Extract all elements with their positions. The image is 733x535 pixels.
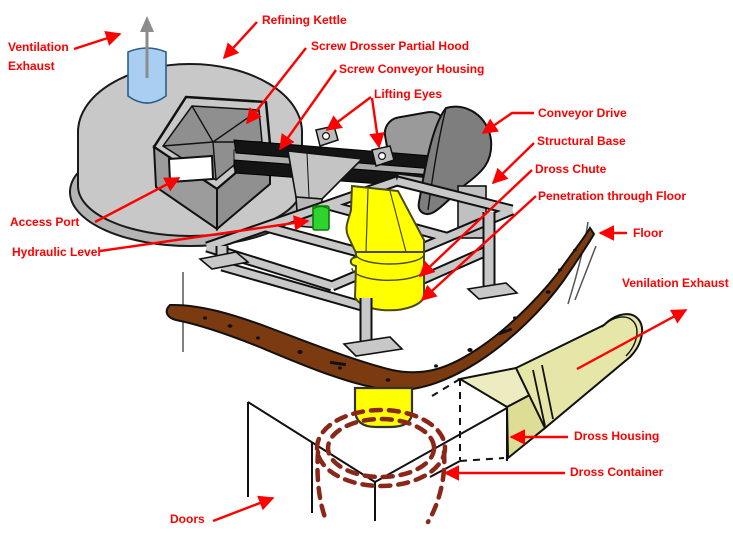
label-hydraulic-level: Hydraulic Level [12, 245, 101, 259]
label-venilation-exhaust: Venilation Exhaust [622, 276, 729, 290]
arrow-structural-base [491, 142, 535, 185]
hydraulic-level-shape [312, 205, 330, 231]
arrow-dross-chute [418, 169, 533, 278]
arrow-screw-drosser-partial-hood [246, 47, 307, 125]
label-dross-container: Dross Container [570, 465, 664, 479]
label-structural-base: Structural Base [537, 134, 626, 148]
label-lifting-eyes: Lifting Eyes [374, 87, 443, 101]
access-port-shape [167, 154, 215, 184]
floor-shape [165, 221, 597, 392]
arrow-doors [212, 495, 275, 523]
label-conveyor-drive: Conveyor Drive [538, 106, 627, 120]
label-screw-conveyor-housing: Screw Conveyor Housing [339, 62, 485, 76]
label-ventilation-exhaust: Ventilation Exhaust [8, 40, 69, 73]
dross-container-shape [314, 407, 448, 525]
dross-housing-shape [431, 313, 644, 462]
label-refining-kettle: Refining Kettle [262, 13, 347, 27]
arrow-penetration-through-floor [420, 195, 537, 302]
arrow-screw-conveyor-housing [279, 69, 337, 151]
arrow-ventilation-exhaust [73, 30, 122, 51]
frame-legs-shape [198, 212, 519, 357]
arrow-hydraulic-level [99, 215, 310, 253]
label-floor: Floor [633, 226, 663, 240]
arrow-lifting-eye-left [325, 96, 372, 131]
label-screw-drosser-partial-hood: Screw Drosser Partial Hood [311, 39, 470, 53]
label-dross-chute: Dross Chute [535, 162, 607, 176]
dross-chute-shape [345, 184, 427, 312]
arrow-venilation-exhaust [576, 308, 688, 371]
ventilation-exhaust-stack-shape [127, 16, 167, 104]
lifting-eye-left-shape [315, 125, 339, 147]
arrow-lifting-eye-right [369, 97, 385, 149]
basement-room-shape [247, 401, 508, 521]
arrow-access-port [94, 176, 181, 224]
label-dross-housing: Dross Housing [574, 429, 660, 443]
label-access-port: Access Port [10, 215, 80, 229]
arrow-conveyor-drive [481, 111, 534, 134]
lifting-eye-right-shape [371, 145, 395, 167]
exhaust-flow-arrow-icon [140, 16, 154, 78]
label-doors: Doors [170, 512, 205, 526]
label-penetration-through-floor: Penetration through Floor [538, 189, 686, 203]
arrow-refining-kettle [222, 21, 258, 60]
